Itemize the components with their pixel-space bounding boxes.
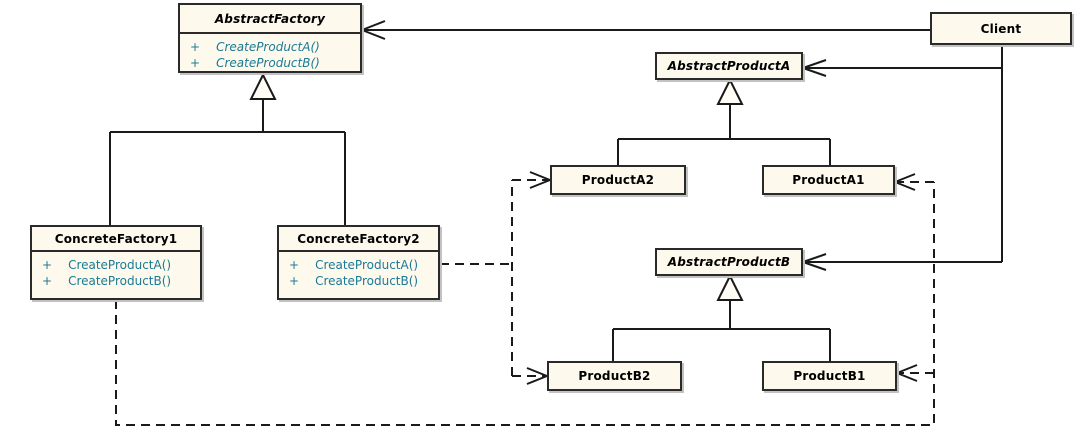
class-title: ProductB2 <box>578 369 651 383</box>
class-product-a1: ProductA1 <box>762 165 895 195</box>
method-row: + CreateProductA() <box>42 257 194 273</box>
association-client-products <box>802 45 1003 271</box>
class-product-b1: ProductB1 <box>762 361 897 391</box>
visibility-plus-icon: + <box>289 274 300 288</box>
association-client-abstractfactory <box>361 20 930 40</box>
open-arrowhead-icon <box>802 253 827 271</box>
class-title: AbstractFactory <box>180 5 360 34</box>
class-abstract-product-a: AbstractProductA <box>655 52 803 80</box>
class-title: ProductB1 <box>793 369 866 383</box>
open-arrowhead-icon <box>894 173 916 191</box>
method-row: + CreateProductB() <box>42 273 194 289</box>
class-concrete-factory1: ConcreteFactory1 + CreateProductA() + Cr… <box>30 225 202 300</box>
inheritance-triangle-icon <box>716 77 744 105</box>
method-list: + CreateProductA() + CreateProductB() <box>32 252 200 289</box>
open-arrowhead-icon <box>896 364 918 382</box>
method-signature: CreateProductB() <box>315 274 419 288</box>
open-arrowhead-icon <box>529 171 551 189</box>
method-signature: CreateProductB() <box>216 56 320 70</box>
method-row: + CreateProductA() <box>289 257 432 273</box>
class-product-a2: ProductA2 <box>550 165 686 195</box>
class-title: Client <box>980 21 1022 36</box>
class-title: ConcreteFactory1 <box>32 227 200 252</box>
class-title: ConcreteFactory2 <box>279 227 438 252</box>
method-signature: CreateProductA() <box>68 258 172 272</box>
method-signature: CreateProductA() <box>216 40 320 54</box>
dependency-concretefactory1 <box>115 173 935 426</box>
visibility-plus-icon: + <box>42 274 53 288</box>
generalization-products-a <box>617 77 831 165</box>
visibility-plus-icon: + <box>190 40 201 54</box>
generalization-factories <box>109 72 346 225</box>
open-arrowhead-icon <box>802 59 827 77</box>
method-row: + CreateProductA() <box>190 39 354 55</box>
inheritance-triangle-icon <box>249 72 277 100</box>
class-title: ProductA2 <box>581 173 655 187</box>
method-list: + CreateProductA() + CreateProductB() <box>279 252 438 289</box>
class-abstract-product-b: AbstractProductB <box>655 248 803 276</box>
method-signature: CreateProductB() <box>68 274 172 288</box>
visibility-plus-icon: + <box>42 258 53 272</box>
visibility-plus-icon: + <box>190 56 201 70</box>
open-arrowhead-icon <box>526 367 548 385</box>
class-concrete-factory2: ConcreteFactory2 + CreateProductA() + Cr… <box>277 225 440 300</box>
class-client: Client <box>930 12 1072 45</box>
visibility-plus-icon: + <box>289 258 300 272</box>
class-title: AbstractProductA <box>667 59 791 73</box>
class-abstract-factory: AbstractFactory + CreateProductA() + Cre… <box>178 3 362 73</box>
method-row: + CreateProductB() <box>289 273 432 289</box>
class-title: AbstractProductB <box>667 255 791 269</box>
generalization-products-b <box>612 273 831 361</box>
inheritance-triangle-icon <box>716 273 744 301</box>
method-list: + CreateProductA() + CreateProductB() <box>180 34 360 71</box>
dependency-concretefactory2 <box>440 171 551 385</box>
open-arrowhead-icon <box>361 20 386 40</box>
class-product-b2: ProductB2 <box>547 361 682 391</box>
method-row: + CreateProductB() <box>190 55 354 71</box>
class-title: ProductA1 <box>792 173 865 187</box>
method-signature: CreateProductA() <box>315 258 419 272</box>
